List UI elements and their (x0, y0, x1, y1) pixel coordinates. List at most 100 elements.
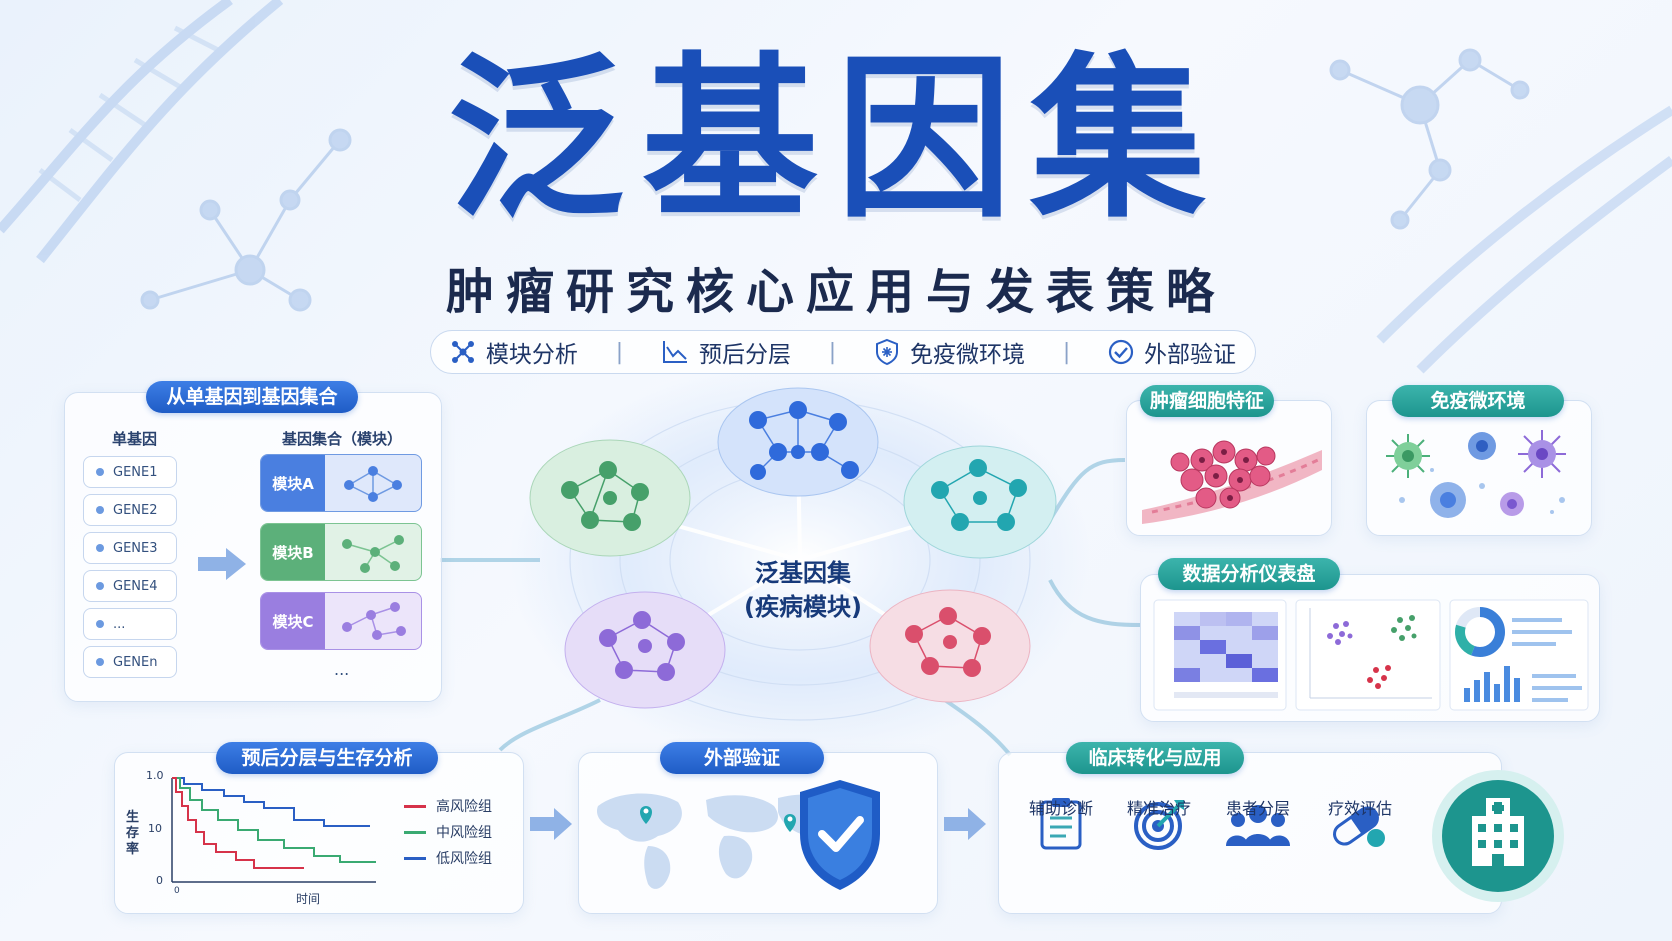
donut-chart-icon (1455, 607, 1572, 657)
gene-label: GENE3 (113, 540, 158, 556)
immune-panel-title: 免疫微环境 (1392, 385, 1564, 417)
low-risk-curve (172, 777, 370, 827)
dna-helix-left-icon (0, 0, 284, 264)
module-network-icon (344, 466, 402, 502)
high-risk-curve (172, 777, 304, 869)
gene-dot (96, 544, 104, 552)
legend-mid-risk: 中风险组 (404, 822, 492, 842)
legend-label: 低风险组 (436, 851, 492, 867)
gene-dot (96, 468, 104, 476)
page-title: 泛基因集 (447, 37, 1224, 242)
gene-item: GENE4 (83, 570, 177, 602)
center-label: 泛基因集 (疾病模块) (728, 556, 878, 624)
gene-label: GENE1 (113, 464, 158, 480)
gene-item: GENE3 (83, 532, 177, 564)
pink-cluster (869, 589, 1031, 703)
check-circle-icon (1108, 339, 1134, 365)
feature-label: 预后分层 (698, 342, 791, 368)
prognosis-chart-icon (662, 341, 687, 363)
teal-cluster (903, 445, 1057, 559)
gene-item: GENE2 (83, 494, 177, 526)
gene-item: ... (83, 608, 177, 640)
tumor-panel-title: 肿瘤细胞特征 (1140, 385, 1274, 417)
x-tick: 0 (174, 886, 180, 896)
arrow-right-icon (944, 808, 986, 840)
y-tick: 1.0 (146, 769, 164, 782)
legend-swatch (404, 804, 426, 808)
feature-label: 免疫微环境 (910, 342, 1025, 368)
central-network (529, 387, 1057, 709)
page-subtitle: 肿瘤研究核心应用与发表策略 (445, 264, 1226, 320)
feature-prognosis: 预后分层 (661, 335, 791, 369)
legend-high-risk: 高风险组 (404, 796, 492, 816)
gene-set-header: 基因集合（模块） (282, 430, 403, 448)
module-b: 模块B (260, 523, 422, 581)
target-icon (1134, 800, 1184, 850)
hospital-icon (1432, 770, 1564, 902)
module-label: 模块C (261, 593, 325, 649)
dna-helix-right-icon (1376, 105, 1672, 374)
y-tick: 10 (148, 822, 162, 835)
clinical-panel-title: 临床转化与应用 (1066, 742, 1244, 774)
mid-risk-curve (172, 777, 376, 863)
map-pin-icon (640, 806, 652, 824)
module-label: 模块B (261, 524, 325, 580)
feature-label: 外部验证 (1144, 342, 1237, 368)
module-network-icon (451, 341, 474, 363)
feature-separator: | (828, 339, 837, 365)
gene-dot (96, 658, 104, 666)
capsule-icon (1333, 806, 1385, 847)
legend-swatch (404, 856, 426, 860)
gene-dot (96, 582, 104, 590)
green-cluster (529, 439, 691, 557)
legend-low-risk: 低风险组 (404, 848, 492, 868)
arrow-right-icon (530, 808, 572, 840)
bar-chart-icon (1464, 666, 1520, 702)
gene-label: GENE4 (113, 578, 158, 594)
clinical-item-precision-therapy: 精准治疗 (1126, 799, 1191, 818)
module-network-icon (342, 535, 404, 573)
module-network-icon (342, 602, 406, 640)
gene-label: GENE2 (113, 502, 158, 518)
gene-label: GENEn (113, 654, 158, 670)
heatmap-icon (1174, 612, 1278, 698)
people-icon (1226, 805, 1290, 846)
clinical-item-diagnosis: 辅助诊断 (1028, 799, 1093, 818)
immune-shield-icon (876, 338, 898, 366)
tumor-cell-illustration (1142, 440, 1322, 524)
gene-item: GENE1 (83, 456, 177, 488)
dashboard-panel-title: 数据分析仪表盘 (1158, 558, 1340, 590)
single-gene-header: 单基因 (112, 430, 158, 448)
survival-panel-title: 预后分层与生存分析 (216, 742, 438, 774)
molecule-left-icon (140, 128, 352, 312)
clinical-panel (998, 752, 1502, 914)
legend-label: 高风险组 (436, 799, 492, 815)
survival-curve (171, 777, 376, 883)
y-tick: 0 (156, 874, 163, 887)
gene-dot (96, 506, 104, 514)
gene-dot (96, 620, 104, 628)
center-title: 泛基因集 (755, 559, 851, 587)
clinical-item-efficacy: 疗效评估 (1327, 799, 1392, 818)
module-c: 模块C (260, 592, 422, 650)
feature-module-analysis: 模块分析 (450, 335, 578, 369)
module-label: 模块A (261, 455, 325, 511)
shield-check-icon (800, 780, 880, 890)
feature-immune: 免疫微环境 (874, 335, 1025, 369)
gene-item: GENEn (83, 646, 177, 678)
survival-ylabel: 生存率 (126, 810, 140, 857)
feature-label: 模块分析 (485, 342, 578, 368)
survival-xlabel: 时间 (296, 892, 321, 906)
validation-panel-title: 外部验证 (660, 742, 824, 774)
world-map-illustration (596, 780, 880, 890)
arrow-right-icon (198, 548, 246, 580)
map-pin-icon (784, 814, 796, 832)
immune-cells-illustration (1386, 430, 1566, 518)
legend-swatch (404, 830, 426, 834)
center-subtitle: (疾病模块) (744, 593, 862, 621)
legend-label: 中风险组 (436, 825, 492, 841)
feature-validation: 外部验证 (1108, 335, 1236, 369)
clinical-item-stratification: 患者分层 (1225, 799, 1290, 818)
scatter-plot-icon (1309, 608, 1432, 699)
feature-separator: | (615, 339, 624, 365)
